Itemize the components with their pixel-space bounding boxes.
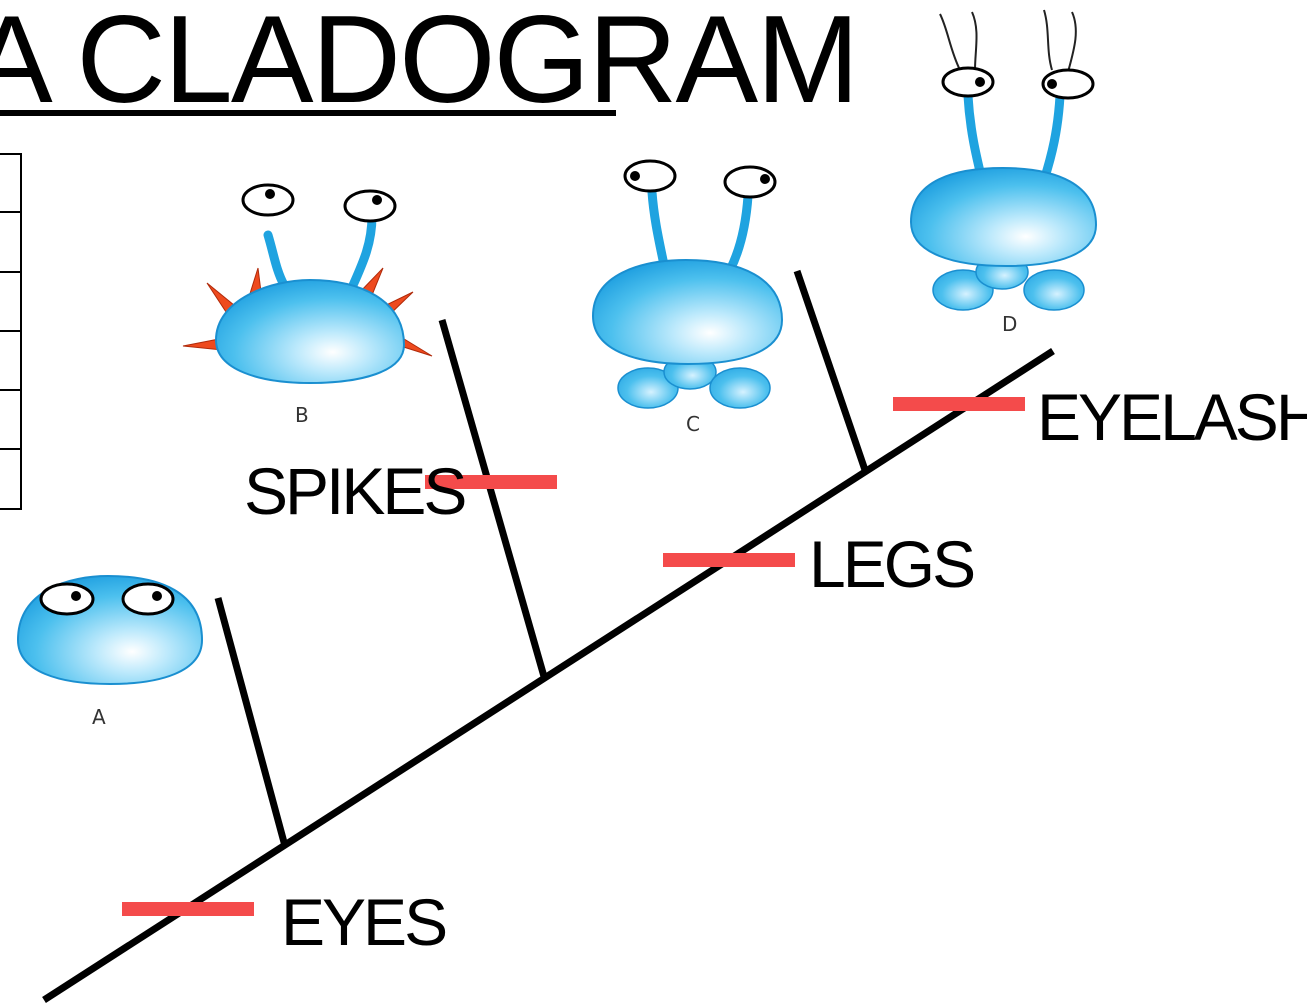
organism-d: D — [911, 10, 1096, 336]
branch-c-line — [797, 271, 865, 470]
organism-b: B — [183, 185, 432, 427]
organism-label-a: A — [92, 705, 106, 729]
trait-marker-eyes — [122, 902, 254, 916]
trait-marker-legs — [663, 553, 795, 567]
eyelash-icon — [940, 10, 1076, 72]
eye-icon — [243, 185, 395, 221]
eye-icon — [625, 161, 775, 197]
organism-c: C — [593, 161, 782, 436]
organism-label-b: B — [295, 403, 309, 427]
organism-a: A — [18, 576, 202, 729]
trait-marker-eyelashes — [893, 397, 1025, 411]
title-group: A CLADOGRAM — [0, 0, 858, 129]
trait-table-fragment — [0, 154, 21, 509]
eye-icon — [943, 68, 1093, 98]
title-underline — [0, 110, 616, 116]
trait-label-spikes: SPIKES — [244, 454, 464, 528]
trait-label-legs: LEGS — [809, 527, 973, 601]
page-title: A CLADOGRAM — [0, 0, 858, 129]
trait-label-eyes: EYES — [281, 885, 445, 959]
trait-label-eyelashes: EYELASHES — [1037, 380, 1307, 454]
branch-a-line — [218, 598, 285, 846]
organism-label-d: D — [1002, 312, 1017, 336]
organism-label-c: C — [686, 412, 700, 436]
trait-labels: EYES SPIKES LEGS EYELASHES — [244, 380, 1307, 959]
